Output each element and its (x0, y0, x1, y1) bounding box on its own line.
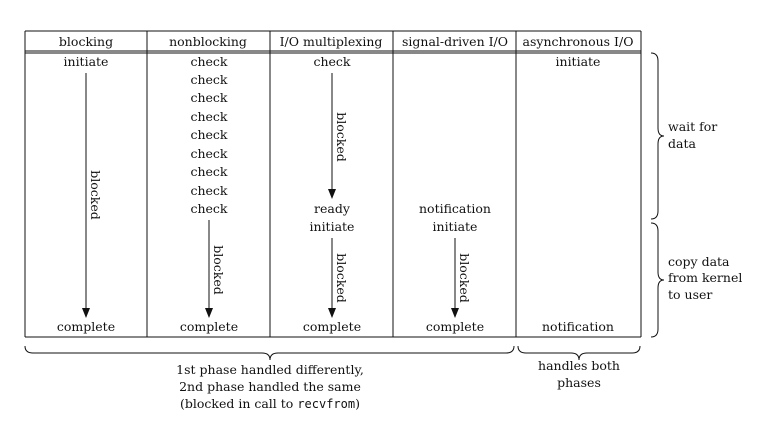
wait-phase-label-line: wait for (668, 119, 717, 134)
nonblocking-check: check (190, 54, 227, 69)
nonblocking-check: check (190, 164, 227, 179)
bottom-right-caption-line: phases (557, 375, 601, 390)
signal-notification: notification (419, 201, 491, 216)
caption-prefix: (blocked in call to (180, 396, 297, 411)
wait-phase-label-line: data (668, 136, 696, 151)
blocking-blocked-label: blocked (88, 170, 103, 220)
recvfrom-code: recvfrom (297, 397, 355, 411)
nonblocking-check: check (190, 201, 227, 216)
nonblocking-check: check (190, 90, 227, 105)
wait-phase-brace (650, 52, 665, 220)
bottom-left-caption-line: 2nd phase handled the same (179, 379, 361, 394)
nonblocking-check: check (190, 183, 227, 198)
table-frame (24, 30, 642, 338)
nonblocking-check-list: check check check check check check chec… (190, 54, 227, 216)
async-initiate: initiate (556, 54, 601, 69)
nonblocking-check: check (190, 72, 227, 87)
nonblocking-complete: complete (180, 319, 238, 334)
bottom-left-caption-line: 1st phase handled differently, (176, 362, 364, 377)
nonblocking-check: check (190, 127, 227, 142)
header-blocking: blocking (59, 34, 113, 49)
blocking-initiate: initiate (64, 54, 109, 69)
header-nonblocking: nonblocking (169, 34, 247, 49)
signal-initiate: initiate (433, 219, 478, 234)
bottom-left-caption-line: (blocked in call to recvfrom) (180, 396, 360, 411)
nonblocking-blocked-label: blocked (211, 245, 226, 295)
signal-blocked-label: blocked (457, 253, 472, 303)
multiplexing-complete: complete (303, 319, 361, 334)
async-model-brace (517, 345, 641, 361)
nonblocking-check: check (190, 109, 227, 124)
multiplexing-ready: ready (314, 201, 351, 216)
bottom-right-caption-line: handles both (538, 358, 620, 373)
header-io-multiplexing: I/O multiplexing (280, 34, 383, 49)
async-notification: notification (542, 319, 614, 334)
copy-phase-label-line: to user (668, 287, 712, 302)
multiplexing-copy-blocked-label: blocked (334, 253, 349, 303)
blocking-complete: complete (57, 319, 115, 334)
multiplexing-wait-blocked-label: blocked (334, 112, 349, 162)
copy-phase-label-line: from kernel (668, 270, 742, 285)
caption-suffix: ) (355, 396, 360, 411)
multiplexing-initiate: initiate (310, 219, 355, 234)
first-four-models-brace (24, 345, 515, 361)
header-asynchronous: asynchronous I/O (523, 34, 634, 49)
multiplexing-check: check (313, 54, 350, 69)
header-signal-driven: signal-driven I/O (402, 34, 508, 49)
signal-complete: complete (426, 319, 484, 334)
copy-phase-label-line: copy data (668, 254, 730, 269)
copy-phase-brace (650, 222, 665, 338)
nonblocking-check: check (190, 146, 227, 161)
